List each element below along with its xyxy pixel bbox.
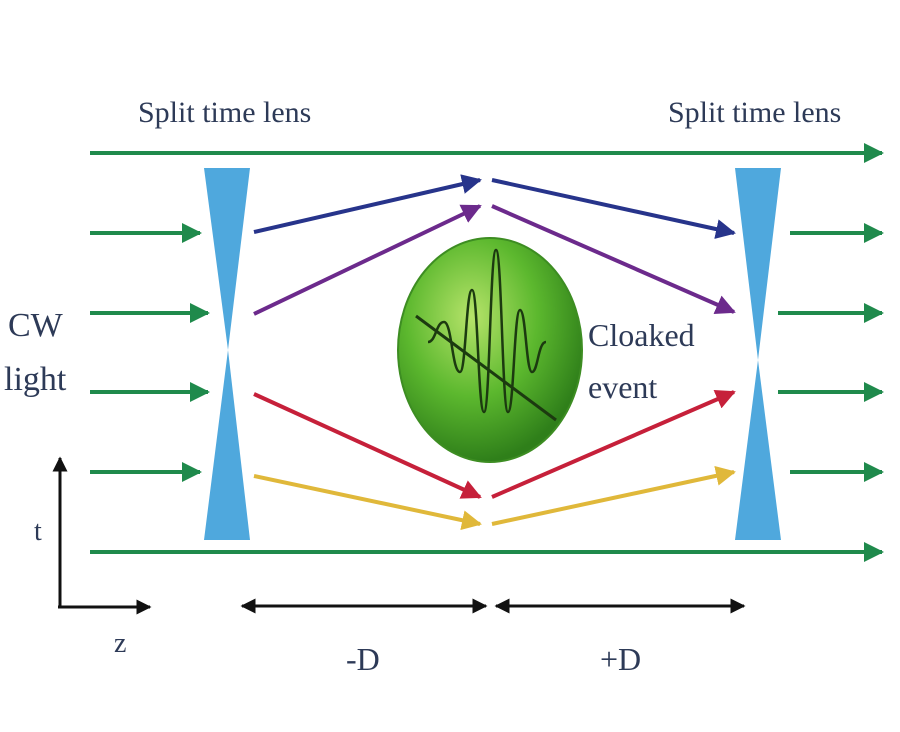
wave-packet-icon (427, 248, 547, 414)
z-axis-label: z (114, 628, 126, 659)
minus-d-label: -D (346, 641, 380, 677)
lens-left-title: Split time lens (138, 96, 311, 129)
yellow-ray-right (491, 466, 736, 526)
red-ray-left (253, 392, 482, 499)
split-time-lens-left (204, 168, 250, 540)
lens-right-title: Split time lens (668, 96, 841, 129)
blue-ray-right (491, 178, 736, 239)
purple-ray-left (253, 204, 482, 316)
blue-ray-left (253, 174, 482, 234)
event-slash-line (415, 314, 557, 422)
cw-label-line2: light (4, 361, 67, 398)
t-axis-label: t (34, 516, 42, 547)
red-ray-right (491, 389, 736, 499)
yellow-ray-left (253, 474, 482, 531)
cw-label-line1: CW (8, 307, 64, 344)
cloaked-event-sphere (397, 237, 583, 463)
event-label-line2: event (588, 369, 657, 405)
split-time-lens-right (735, 168, 781, 540)
event-label-line1: Cloaked (588, 317, 695, 353)
purple-ray-right (491, 204, 736, 314)
plus-d-label: +D (600, 641, 641, 677)
